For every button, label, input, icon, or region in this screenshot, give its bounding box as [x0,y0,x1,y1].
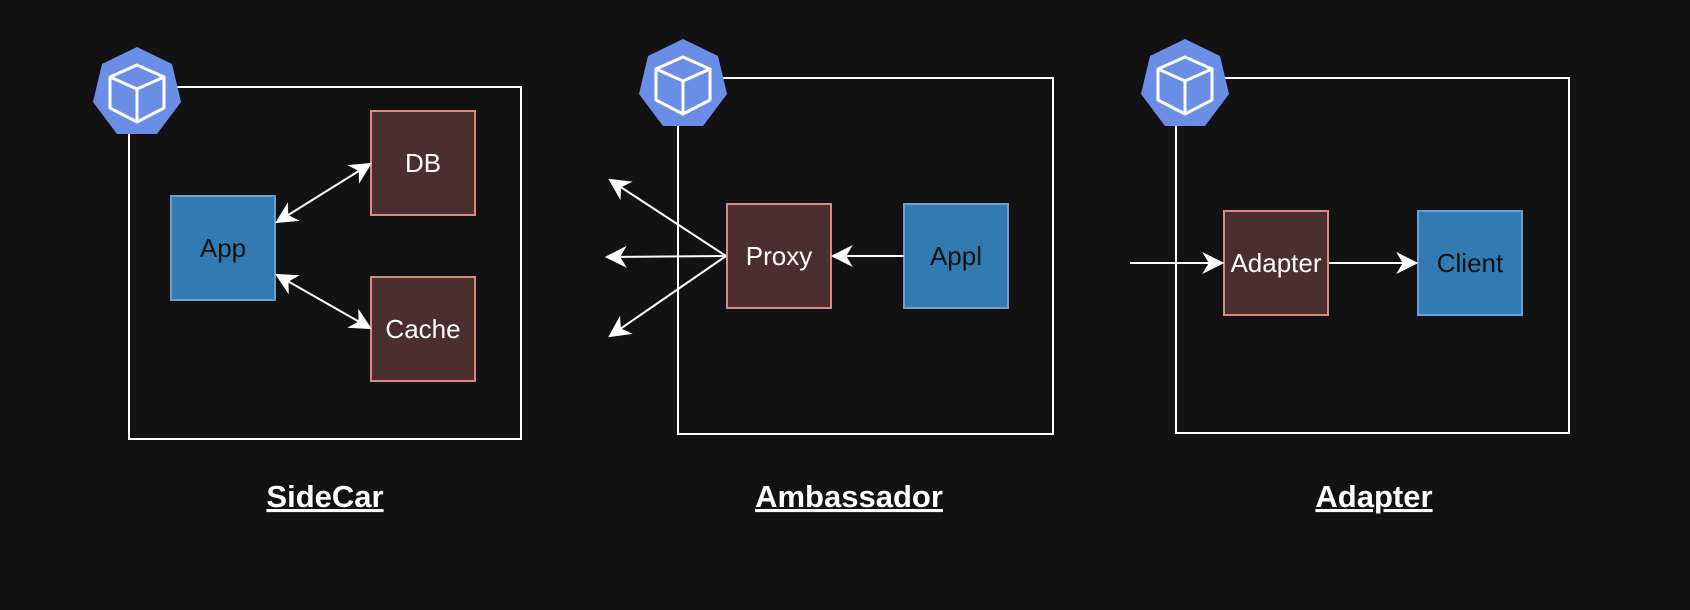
sidecar-cache-box [370,276,476,382]
sidecar-app-label: App [200,233,246,263]
ambassador-app-label: Appl [930,241,982,271]
ambassador-caption: Ambassador [755,479,943,514]
adapter-adapter-box [1223,210,1329,316]
kubernetes-pod-icon [91,45,183,136]
adapter-client-box [1417,210,1523,316]
kubernetes-pod-icon [1139,37,1231,128]
sidecar-pod-frame [128,86,522,440]
adapter-adapter-label: Adapter [1230,248,1321,278]
kubernetes-pod-icon [637,37,729,128]
adapter-pattern: Adapter Client Adapter [1130,37,1570,514]
ambassador-proxy-label: Proxy [746,241,812,271]
ambassador-proxy-box [726,203,832,309]
sidecar-db-box [370,110,476,216]
sidecar-caption: SideCar [266,479,383,514]
sidecar-app-box [170,195,276,301]
arrow-app-cache [275,273,372,330]
sidecar-db-label: DB [405,148,441,178]
adapter-client-label: Client [1437,248,1504,278]
adapter-caption: Adapter [1315,479,1432,514]
arrow-proxy-out-down [608,255,727,338]
sidecar-pattern: App DB Cache SideCar [91,45,522,514]
arrow-proxy-out-mid [604,245,727,268]
adapter-pod-frame [1175,77,1570,434]
ambassador-pattern: Proxy Appl Ambassador [604,37,1054,514]
arrow-app-db [275,162,372,224]
sidecar-cache-label: Cache [385,314,460,344]
arrow-proxy-out-up [608,178,727,257]
